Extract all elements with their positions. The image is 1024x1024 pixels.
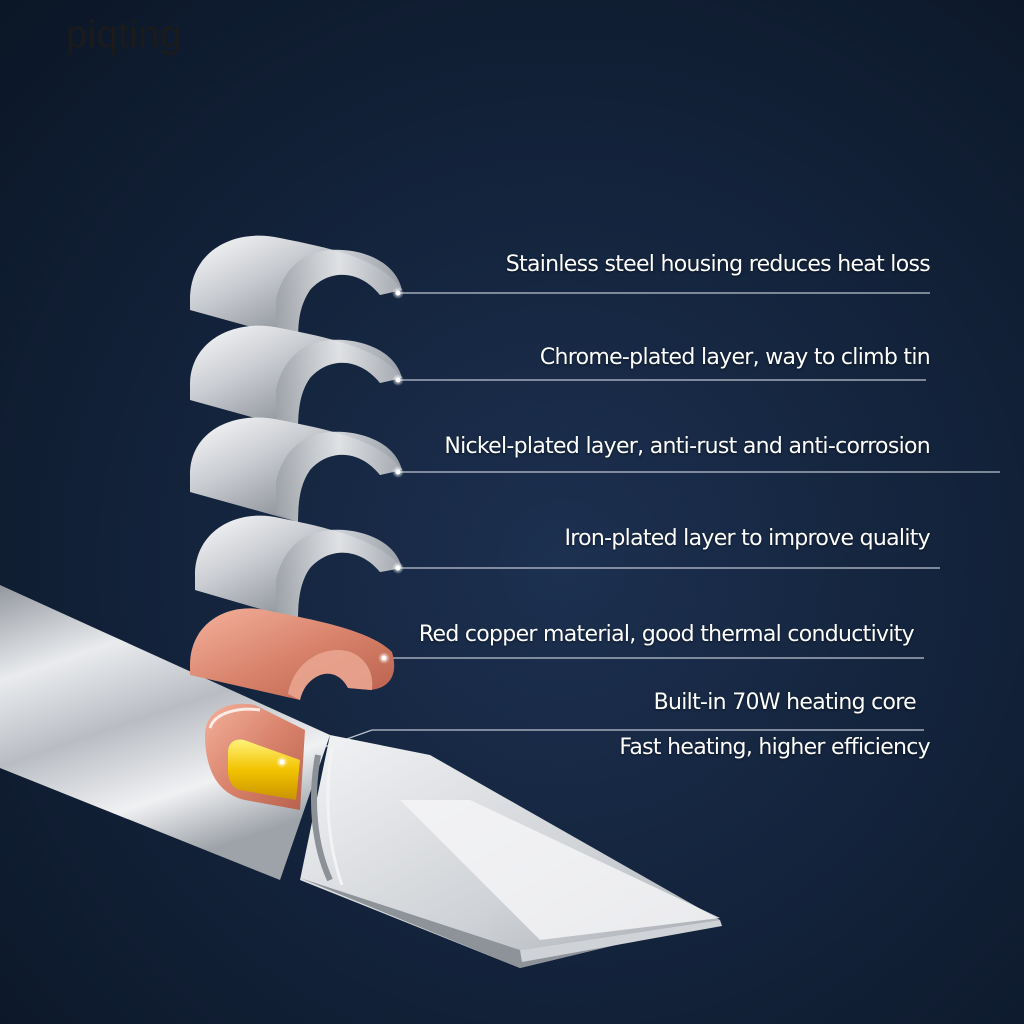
- layer-label-nickel: Nickel-plated layer, anti-rust and anti-…: [444, 434, 930, 459]
- core-title: Built-in 70W heating core: [653, 690, 917, 715]
- layer-label-copper: Red copper material, good thermal conduc…: [418, 622, 915, 647]
- core-subtitle: Fast heating, higher efficiency: [619, 735, 930, 760]
- shell-layer-iron: [195, 515, 402, 620]
- marker-dots: [276, 287, 404, 768]
- watermark: piqting: [66, 14, 182, 56]
- layer-label-iron: Iron-plated layer to improve quality: [564, 526, 931, 551]
- cutaway-section: [205, 703, 305, 810]
- shell-layer-nickel: [190, 417, 402, 522]
- layer-label-chrome: Chrome-plated layer, way to climb tin: [539, 345, 931, 370]
- layer-label-stainless: Stainless steel housing reduces heat los…: [505, 252, 931, 277]
- tip-barrel: [0, 585, 722, 968]
- shell-layer-copper: [190, 608, 395, 700]
- heating-core: [228, 739, 300, 800]
- shell-layer-chrome: [190, 325, 402, 430]
- shell-layer-stainless: [190, 235, 402, 340]
